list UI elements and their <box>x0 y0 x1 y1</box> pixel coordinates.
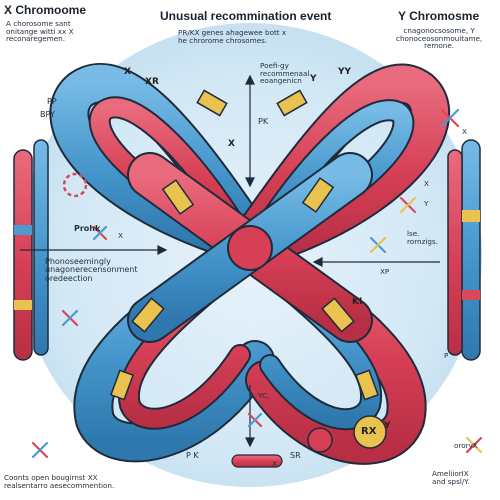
band-mark: KI <box>352 297 363 307</box>
right-side-chromosomes <box>447 139 481 361</box>
xp-label: XP <box>380 267 390 276</box>
p-label: P <box>444 351 449 360</box>
y-chromosome-note: cnagonocsosome, Y chonoceosonmouitame, r… <box>396 26 483 51</box>
red-knob <box>307 427 333 453</box>
x-small-label: X <box>462 127 467 136</box>
ring-glyph <box>62 172 88 198</box>
mini-glyphs <box>31 108 483 459</box>
left-mid-note: Phonoseemingly unagonerecensonment orede… <box>45 257 138 283</box>
bottom-fragment <box>231 454 283 468</box>
xxx-right-label: ororyX <box>454 441 478 450</box>
bottom-left-caption: Coonts open bougirnst XX realsentarro ae… <box>4 473 115 490</box>
left-side-chromosomes <box>13 139 49 361</box>
y-tag-label: Y <box>384 421 391 431</box>
x-chromosome-note: A chorosome sant onitange witti xx X rec… <box>6 19 74 44</box>
band-mark: X <box>124 67 131 77</box>
right-mid-note: lse. rornzigs. <box>407 229 438 246</box>
band-mark: X <box>228 139 235 149</box>
arrows <box>20 74 440 448</box>
bottom-right-caption: AmeliiorIX and spsl/Y. <box>432 469 470 486</box>
y-chromosome-title: Y Chromosme <box>398 9 480 23</box>
bpy-label: BPY <box>40 110 56 119</box>
band-mark: Y <box>310 74 317 84</box>
pk-bottom-label: P K <box>186 451 199 460</box>
diagram-title: Unusual recommination event <box>160 9 332 23</box>
pp-label: PP <box>47 97 57 106</box>
recombination-label: Poefi-gy recommenaal eoangenicn <box>260 61 310 86</box>
sr-label: SR <box>290 451 301 460</box>
x-bottom-label: X <box>272 459 277 468</box>
diagram-subtitle: PR/KX genes ahagewee bott x he chrorome … <box>178 28 287 45</box>
rx-label: RX <box>361 426 377 437</box>
x-small-label: X <box>424 179 429 188</box>
yc-label: YC, <box>258 391 270 400</box>
band-mark: XR <box>145 77 159 87</box>
rx-knob <box>353 415 387 449</box>
pk-label: PK <box>258 117 269 126</box>
y-small-label: Y <box>424 199 429 208</box>
band-mark: YY <box>338 67 352 77</box>
yellow-bands <box>110 89 379 401</box>
prohk-label: Prohk <box>74 224 101 233</box>
prohk-x-label: X <box>118 231 123 240</box>
x-chromosome-title: X Chromoome <box>4 3 87 17</box>
